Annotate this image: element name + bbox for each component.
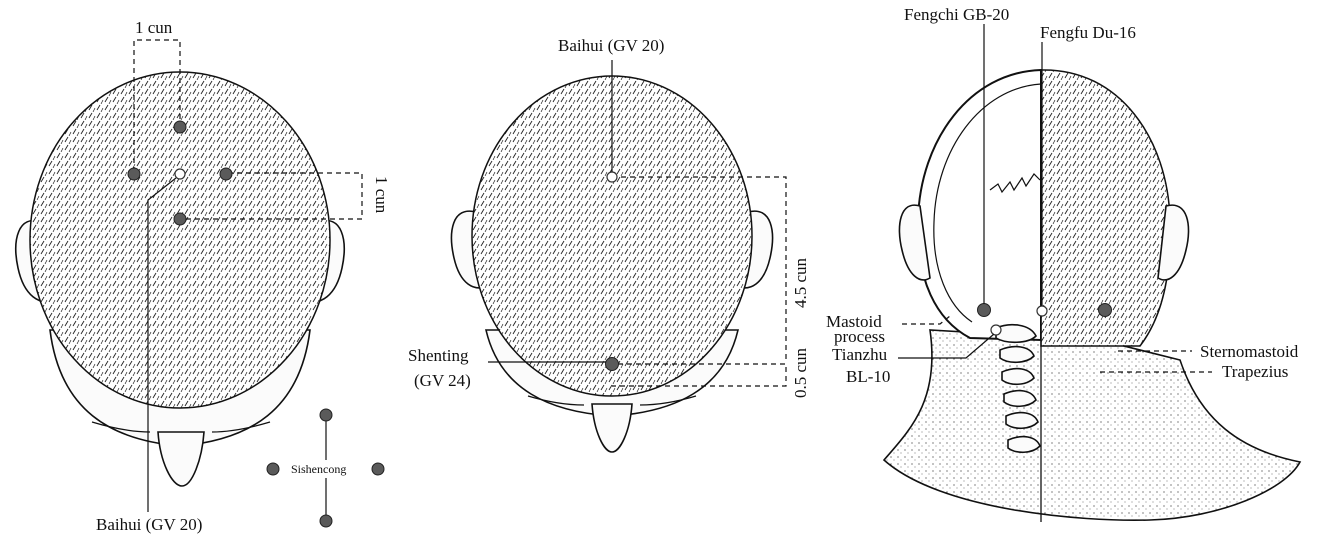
sternomastoid-label: Sternomastoid [1200, 342, 1299, 361]
sishencong-label: Sishencong [291, 462, 346, 476]
legend-point-top [320, 409, 332, 421]
shenting-label-line1: Shenting [408, 346, 469, 365]
baihui-label-left: Baihui (GV 20) [96, 515, 202, 534]
mid-nose [592, 404, 632, 452]
sishencong-legend: Sishencong [267, 409, 384, 527]
sishencong-point-back [174, 213, 186, 225]
tianzhu-label-line2: BL-10 [846, 367, 890, 386]
panel-right-head-back-view [884, 70, 1300, 522]
sishencong-point-right [220, 168, 232, 180]
fengchi-point-left [978, 304, 991, 317]
baihui-label-middle: Baihui (GV 20) [558, 36, 664, 55]
legend-point-bottom [320, 515, 332, 527]
shenting-point [606, 358, 619, 371]
baihui-point-left [175, 169, 185, 179]
tianzhu-label-line1: Tianzhu [832, 345, 888, 364]
panel-left-head-top-view [16, 72, 344, 486]
legend-point-right [372, 463, 384, 475]
dim-upper-label: 4.5 cun [791, 257, 810, 308]
mastoid-leader [902, 316, 950, 324]
dim-right-label: 1 cun [372, 176, 391, 214]
dim-lower-label: 0.5 cun [791, 347, 810, 398]
shenting-label-line2: (GV 24) [414, 371, 471, 390]
fengchi-point-right [1099, 304, 1112, 317]
dim-top-label: 1 cun [135, 18, 173, 37]
skull-outline [918, 70, 1041, 340]
nose [158, 432, 204, 486]
baihui-point-middle [607, 172, 617, 182]
mastoid-label-line2: process [834, 327, 885, 346]
fengfu-point [1037, 306, 1047, 316]
tianzhu-point [991, 325, 1001, 335]
fengchi-label: Fengchi GB-20 [904, 5, 1009, 24]
legend-point-left [267, 463, 279, 475]
sishencong-point-left [128, 168, 140, 180]
fengfu-label: Fengfu Du-16 [1040, 23, 1136, 42]
sishencong-point-front [174, 121, 186, 133]
trapezius-label: Trapezius [1222, 362, 1288, 381]
